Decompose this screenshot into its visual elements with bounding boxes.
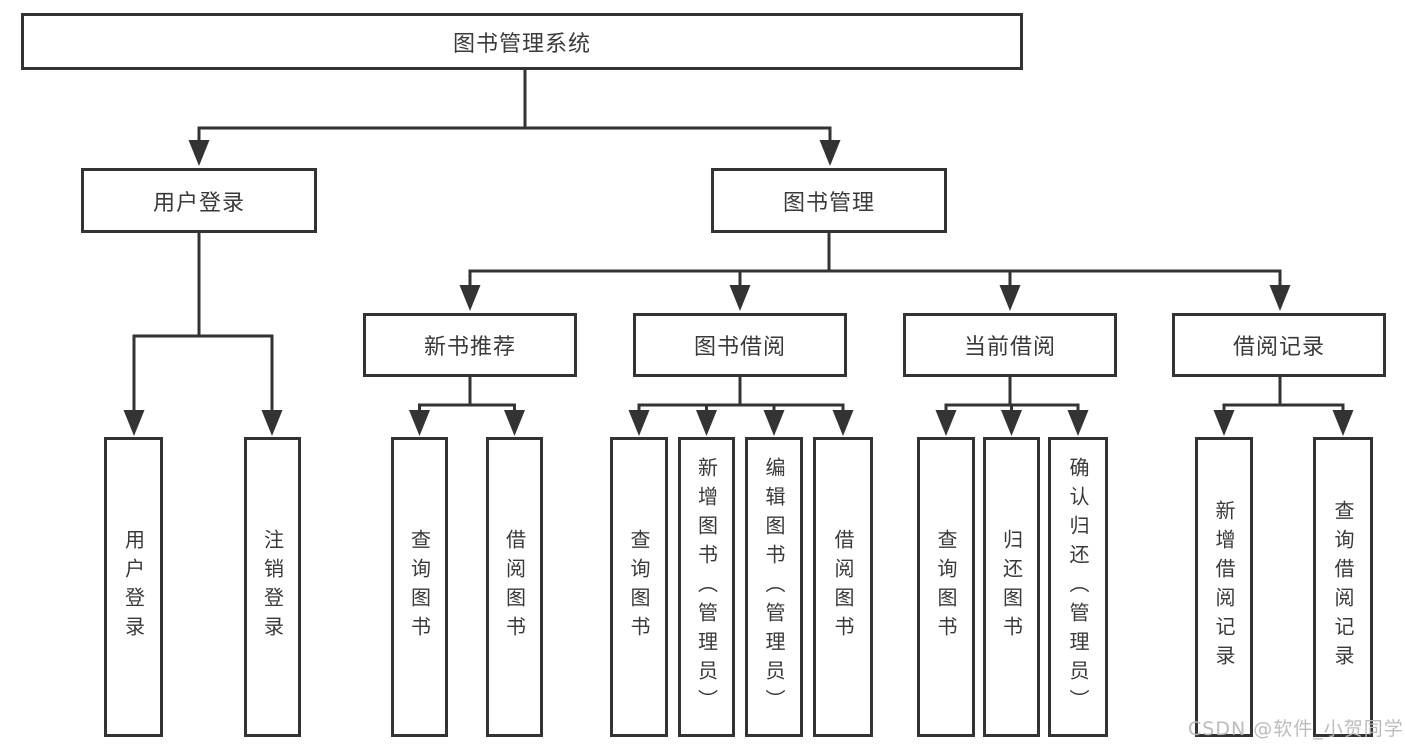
leaf-query-books-recommend-label: 查询图书 — [407, 529, 432, 645]
leaf-borrow-books: 借阅图书 — [813, 437, 873, 737]
arrowheads — [123, 140, 1354, 436]
leaf-edit-books-admin: 编辑图书（管理员） — [745, 437, 803, 737]
leaf-borrow-books-label: 借阅图书 — [831, 529, 855, 645]
node-new-book-recommend-label: 新书推荐 — [423, 335, 516, 360]
node-book-borrow-label: 图书借阅 — [693, 335, 786, 360]
node-new-book-recommend: 新书推荐 — [363, 313, 577, 377]
arrowhead — [1213, 410, 1235, 436]
arrowhead — [261, 410, 283, 436]
leaf-query-borrow-record-label: 查询借阅记录 — [1331, 500, 1355, 674]
leaf-query-books-current-label: 查询图书 — [934, 529, 958, 645]
leaf-query-books-recommend: 查询图书 — [391, 437, 448, 737]
node-current-borrow: 当前借阅 — [903, 313, 1117, 377]
connector-currentborrow-to-leaves — [944, 377, 1080, 412]
node-user-login: 用户登录 — [81, 168, 317, 233]
node-root: 图书管理系统 — [21, 13, 1023, 70]
leaf-add-books-admin: 新增图书（管理员） — [678, 437, 735, 737]
connector-bookborrow-to-leaves — [637, 377, 845, 412]
connector-newbook-to-leaves — [418, 377, 516, 412]
node-book-management: 图书管理 — [711, 168, 947, 233]
connector-userlogin-to-leaves — [132, 232, 274, 412]
node-book-management-label: 图书管理 — [782, 190, 875, 216]
leaf-query-books-borrow-label: 查询图书 — [627, 529, 651, 645]
leaf-confirm-return-admin: 确认归还（管理员） — [1048, 437, 1108, 737]
leaf-user-login-label: 用户登录 — [121, 529, 146, 645]
arrowhead — [999, 285, 1021, 311]
arrowhead — [1332, 410, 1354, 436]
arrowhead — [628, 410, 650, 436]
leaf-query-borrow-record: 查询借阅记录 — [1313, 437, 1373, 737]
leaf-add-borrow-record-label: 新增借阅记录 — [1212, 500, 1236, 674]
node-borrow-records: 借阅记录 — [1172, 313, 1386, 377]
leaf-return-books: 归还图书 — [983, 437, 1040, 737]
node-current-borrow-label: 当前借阅 — [963, 335, 1056, 360]
node-borrow-records-label: 借阅记录 — [1232, 335, 1325, 360]
connector-root-to-level2 — [197, 69, 832, 142]
arrowhead — [1001, 410, 1022, 436]
leaf-edit-books-admin-label: 编辑图书（管理员） — [762, 456, 786, 718]
leaf-logout-label: 注销登录 — [260, 529, 285, 645]
arrowhead — [1067, 410, 1089, 436]
arrowhead — [1269, 285, 1291, 311]
leaf-return-books-label: 归还图书 — [999, 529, 1024, 645]
csdn-watermark: CSDN @软件_小贺同学 — [1188, 718, 1404, 740]
leaf-borrow-books-recommend-label: 借阅图书 — [502, 529, 527, 645]
connector-borrowrecords-to-leaves — [1222, 377, 1345, 412]
arrowhead — [459, 285, 481, 311]
leaf-confirm-return-admin-label: 确认归还（管理员） — [1066, 456, 1090, 718]
arrowhead — [188, 140, 210, 166]
leaf-user-login: 用户登录 — [104, 437, 163, 737]
leaf-query-books-borrow: 查询图书 — [610, 437, 668, 737]
arrowhead — [935, 410, 957, 436]
leaf-borrow-books-recommend: 借阅图书 — [486, 437, 543, 737]
connector-paths — [132, 69, 1345, 412]
arrowhead — [504, 410, 525, 436]
leaf-logout: 注销登录 — [244, 437, 301, 737]
arrowhead — [763, 410, 785, 436]
arrowhead — [729, 285, 751, 311]
leaf-add-books-admin-label: 新增图书（管理员） — [694, 456, 719, 718]
arrowhead — [832, 410, 854, 436]
leaf-add-borrow-record: 新增借阅记录 — [1195, 437, 1253, 737]
node-user-login-label: 用户登录 — [152, 190, 245, 216]
node-root-label: 图书管理系统 — [452, 31, 591, 57]
arrowhead — [409, 410, 430, 436]
connector-bookmgmt-to-level3 — [468, 232, 1282, 287]
leaf-query-books-current: 查询图书 — [917, 437, 975, 737]
node-book-borrow: 图书借阅 — [633, 313, 847, 377]
arrowhead — [123, 410, 145, 436]
arrowhead — [696, 410, 717, 436]
arrowhead — [819, 140, 841, 166]
